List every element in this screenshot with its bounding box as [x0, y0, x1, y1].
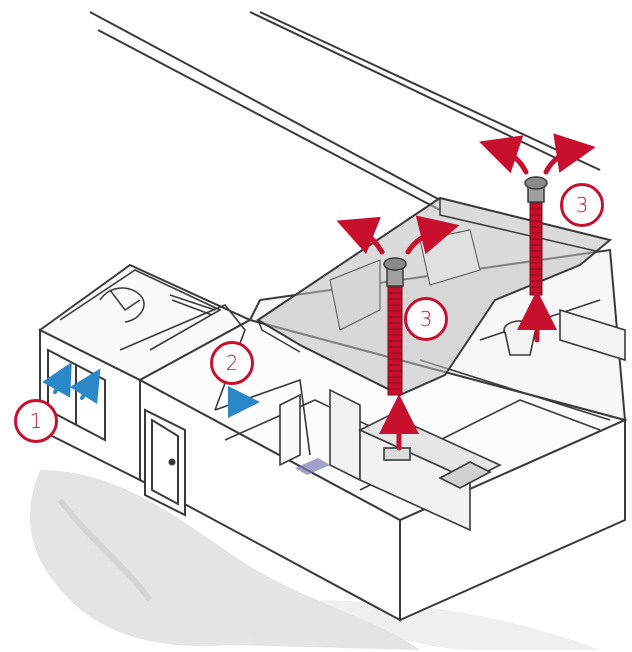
callout-2: 2: [210, 341, 254, 385]
callout-3-bathroom: 3: [560, 183, 604, 227]
vent-cap-icon: [384, 258, 406, 286]
callout-3-kitchen: 3: [404, 297, 448, 341]
background-roof: [90, 12, 600, 210]
callout-1: 1: [14, 399, 58, 443]
vent-cap-icon: [525, 177, 547, 202]
